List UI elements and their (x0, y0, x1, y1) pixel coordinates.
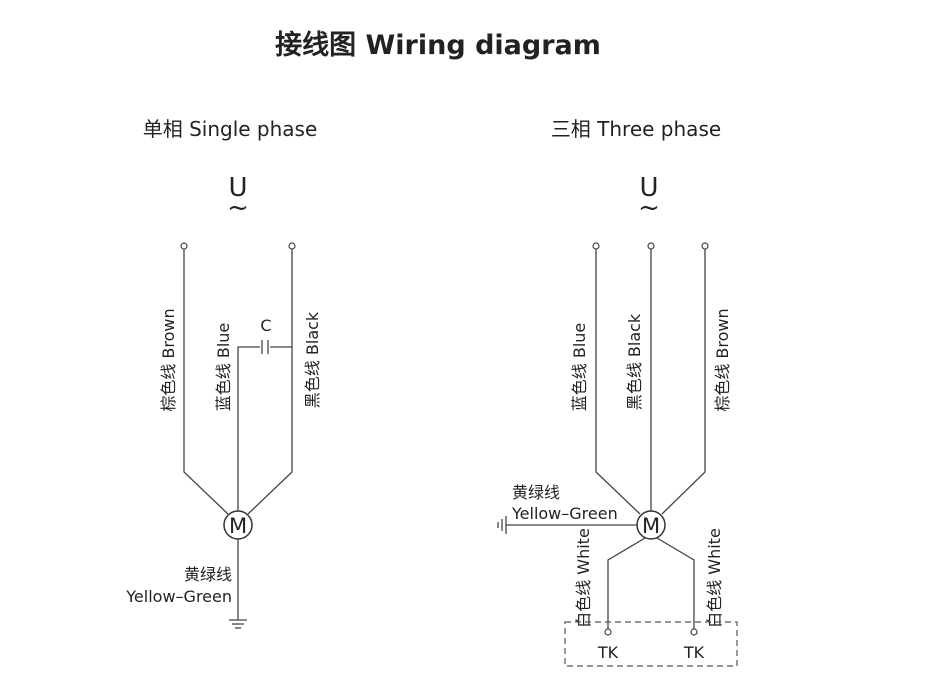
single-motor-label: M (229, 514, 247, 538)
single-capacitor (261, 340, 269, 354)
three-terminal-right (701, 242, 709, 250)
single-supply-wave: ~ (227, 193, 249, 223)
single-brown-label: 棕色线 Brown (159, 308, 178, 411)
three-phase-diagram: 三相 Three phase U ~ 蓝色线 Blue 黑色线 Black 棕色… (497, 117, 738, 667)
single-ground-label-cn: 黄绿线 (184, 565, 232, 584)
single-black-label: 黑色线 Black (303, 311, 322, 408)
three-black-label: 黑色线 Black (625, 313, 644, 410)
three-tk-terminal-right (690, 628, 698, 636)
three-tk-box (564, 621, 738, 667)
single-ground-label-en: Yellow–Green (125, 587, 232, 606)
three-supply-symbol: U (639, 173, 658, 203)
single-phase-heading: 单相 Single phase (143, 117, 318, 141)
three-motor-label: M (642, 514, 660, 538)
three-white-wire-left (607, 537, 646, 630)
page-title: 接线图 Wiring diagram (275, 30, 601, 61)
three-blue-wire (595, 249, 641, 515)
single-ground-icon (229, 619, 247, 629)
single-terminal-right (288, 242, 296, 250)
single-blue-label: 蓝色线 Blue (214, 323, 233, 412)
single-black-wire (247, 249, 293, 515)
single-blue-wire (237, 346, 260, 512)
three-tk-terminal-left (604, 628, 612, 636)
three-white-wire-right (656, 537, 695, 630)
three-tk-label-right: TK (683, 643, 705, 662)
three-supply-wave: ~ (638, 193, 660, 223)
three-ground-label-en: Yellow–Green (511, 504, 618, 523)
single-terminal-left (180, 242, 188, 250)
single-capacitor-label: C (260, 316, 271, 335)
single-brown-wire (183, 249, 229, 515)
single-supply-symbol: U (228, 173, 247, 203)
three-blue-label: 蓝色线 Blue (570, 323, 589, 412)
three-white-label-left: 白色线 White (574, 528, 593, 628)
three-terminal-left (592, 242, 600, 250)
three-white-label-right: 白色线 White (705, 528, 724, 628)
three-ground-icon (497, 516, 507, 534)
three-tk-label-left: TK (597, 643, 619, 662)
three-brown-label: 棕色线 Brown (713, 308, 732, 411)
three-terminal-middle (647, 242, 655, 250)
three-ground-label-cn: 黄绿线 (512, 483, 560, 502)
single-phase-diagram: 单相 Single phase U ~ C 棕色线 Brown 蓝色线 Blue… (125, 117, 322, 629)
three-phase-heading: 三相 Three phase (551, 117, 721, 141)
three-brown-wire (661, 249, 706, 515)
